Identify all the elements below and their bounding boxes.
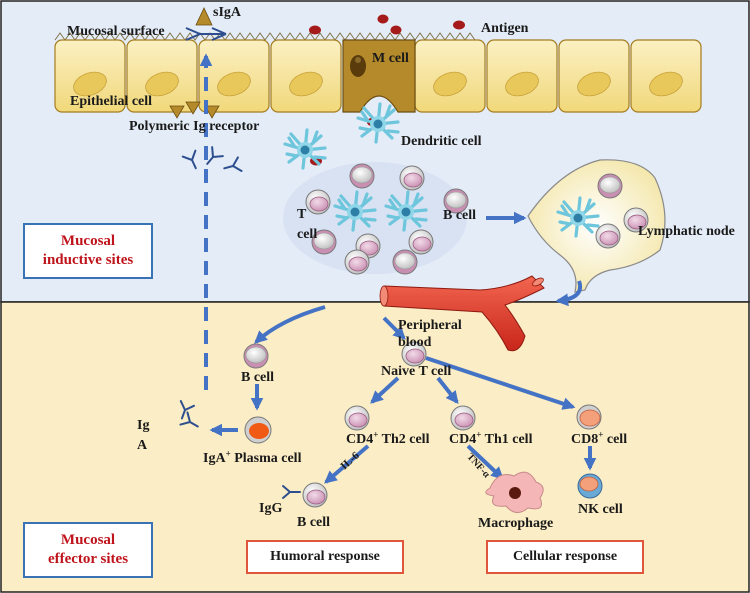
mucosal-surface-label: Mucosal surface [67, 24, 165, 39]
cd8-cell [576, 404, 602, 430]
lymphatic-node-label: Lymphatic node [638, 224, 735, 239]
cd8-cell-label: CD8+ cell [571, 429, 628, 447]
mucosal-effector-sites-box: Mucosal effector sites [23, 522, 153, 578]
epithelial-cell-label: Epithelial cell [70, 94, 153, 109]
blood-to-b-cell-arrow [254, 305, 326, 344]
node-to-blood-arrow [555, 280, 582, 307]
ig-a-label-line2: A [137, 438, 148, 453]
naive-to-th1-arrow [436, 376, 459, 405]
receptor-triangles [169, 101, 220, 119]
ig-a-label-line1: Ig [137, 418, 150, 433]
lymphoid-follicle [283, 162, 467, 274]
mucosal-inductive-line1: Mucosal [60, 233, 116, 249]
siga-label: sIgA [213, 5, 242, 20]
dendritic-cell-label: Dendritic cell [401, 134, 482, 149]
cd4-th2-cell-label: CD4+ Th2 cell [346, 429, 430, 447]
mucosal-effector-line2: effector sites [47, 551, 129, 567]
iga-plasma-cell-label: IgA+ Plasma cell [203, 448, 302, 466]
t-cell-label-line2: cell [297, 227, 318, 242]
b-cell-effector-label: B cell [241, 370, 275, 385]
igg-molecule [282, 485, 301, 499]
peripheral-blood-label-line2: blood [398, 335, 432, 350]
b-cell-humoral-label: B cell [297, 515, 331, 530]
t-cell-label-line1: T [297, 207, 307, 222]
naive-t-cell-label: Naive T cell [381, 364, 452, 379]
naive-to-th2-arrow [370, 376, 400, 404]
cellular-response-box: Cellular response [486, 540, 644, 574]
nk-cell [577, 473, 603, 499]
macrophage-cell [485, 471, 544, 513]
humoral-response-box: Humoral response [246, 540, 404, 574]
plasma-cell [244, 416, 272, 444]
b-cell-inductive-label: B cell [443, 208, 477, 223]
mucosal-inductive-line2: inductive sites [42, 252, 134, 268]
polymeric-ig-receptor-label: Polymeric Ig receptor [129, 119, 260, 134]
naive-to-cd8-arrow [425, 356, 576, 410]
th1-to-macrophage-arrow [466, 444, 504, 480]
siga-molecule [185, 7, 227, 41]
nk-cell-label: NK cell [578, 502, 623, 517]
blood-vessel [379, 275, 545, 352]
mucosal-inductive-sites-box: Mucosal inductive sites [23, 223, 153, 279]
peripheral-blood-label-line1: Peripheral [398, 318, 462, 333]
mucosal-effector-line1: Mucosal [60, 532, 116, 548]
antigen-label: Antigen [481, 21, 529, 36]
igg-label: IgG [259, 501, 283, 516]
macrophage-label: Macrophage [478, 516, 554, 531]
epithelium [54, 39, 702, 113]
th2-to-b-arrow [324, 444, 370, 484]
cd4-th1-cell-label: CD4+ Th1 cell [449, 429, 533, 447]
m-cell-label: M cell [372, 51, 409, 66]
blood-to-naive-arrow [382, 316, 406, 340]
